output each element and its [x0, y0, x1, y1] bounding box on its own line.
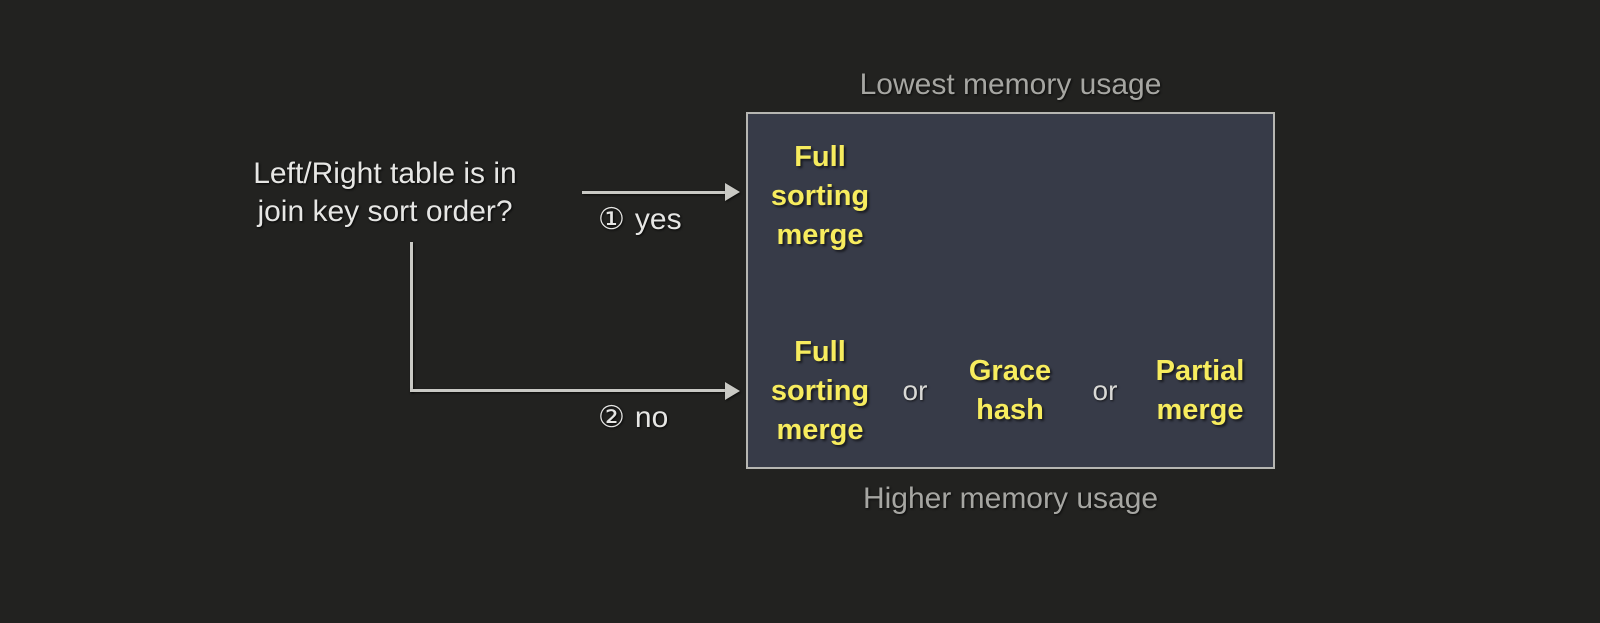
results-row-no: Full sorting merge or Grace hash or Part…: [756, 325, 1265, 457]
branch-yes-label: ① yes: [598, 203, 682, 237]
option-grace-hash: Grace hash: [968, 355, 1052, 426]
option-partial-merge: Partial merge: [1155, 355, 1245, 426]
branch-no-arrowhead: [725, 382, 740, 400]
branch-no-vertical-line: [410, 242, 413, 392]
results-box: [746, 112, 1275, 469]
option-full-sorting-merge: Full sorting merge: [770, 140, 870, 251]
branch-no-label: ② no: [598, 401, 668, 435]
option-full-sorting-merge: Full sorting merge: [770, 335, 870, 446]
decision-question: Left/Right table is in join key sort ord…: [253, 157, 517, 228]
branch-no-marker: ②: [598, 401, 625, 434]
branch-yes-line: [582, 191, 727, 194]
branch-no-horizontal-line: [410, 389, 727, 392]
branch-yes-text: yes: [634, 203, 682, 236]
results-row-yes: Full sorting merge: [756, 130, 1265, 262]
option-separator-or: or: [902, 375, 928, 406]
option-separator-or: or: [1092, 375, 1118, 406]
branch-yes-marker: ①: [598, 203, 625, 236]
caption-higher-memory-usage: Higher memory usage: [862, 482, 1159, 515]
branch-yes-arrowhead: [725, 183, 740, 201]
caption-lowest-memory-usage: Lowest memory usage: [859, 68, 1162, 101]
branch-no-text: no: [634, 401, 669, 434]
